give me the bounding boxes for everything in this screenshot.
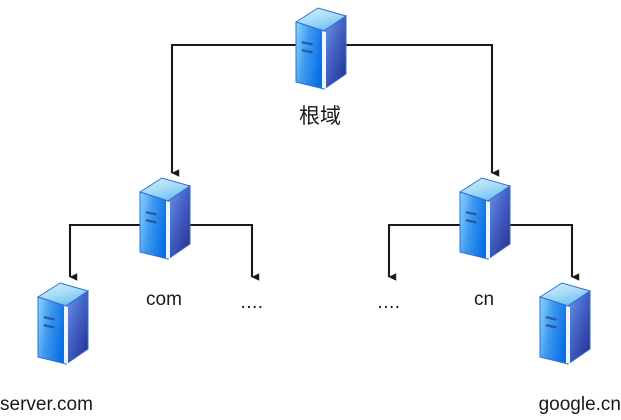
edge-root-to-com <box>170 43 312 177</box>
node-label-com: com <box>146 289 182 310</box>
node-label-cn: cn <box>473 289 495 310</box>
node-label-cn-sibling-dots: .... <box>377 292 401 313</box>
node-label-com-sibling-dots: .... <box>240 292 264 313</box>
edge-com-to-server-com <box>68 223 140 281</box>
node-label-root: 根域 <box>299 104 341 128</box>
server-icon-google-cn <box>538 282 592 365</box>
node-label-google-cn: google.cn <box>538 394 621 415</box>
edge-cn-to-google-cn <box>508 223 580 281</box>
server-icon-com <box>138 177 192 260</box>
edge-root-to-cn <box>328 43 500 177</box>
edge-com-to-dots <box>188 223 260 281</box>
server-icon-root <box>294 7 348 90</box>
node-label-server-com: server.com <box>0 394 93 415</box>
edge-cn-to-dots <box>387 223 460 281</box>
server-icon-cn <box>458 177 512 260</box>
server-icon-server-com <box>36 282 90 365</box>
